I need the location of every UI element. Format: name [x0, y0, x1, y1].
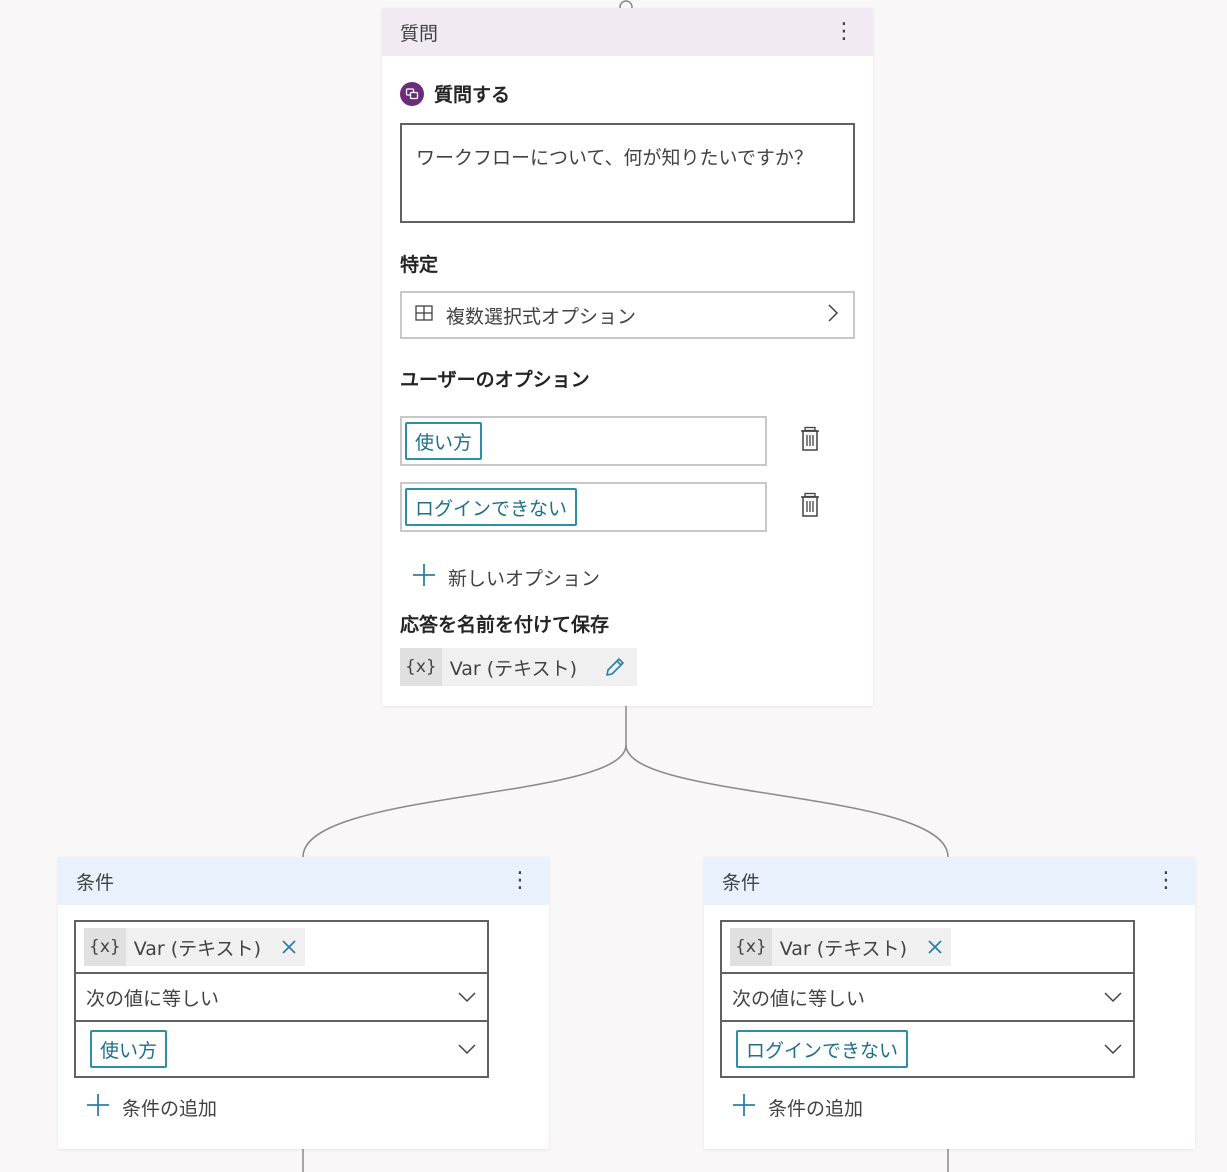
condition-node-header: 条件 ⋮: [58, 857, 549, 905]
condition-node-title: 条件: [76, 871, 115, 894]
variable-icon: {x}: [84, 928, 126, 966]
variable-icon: {x}: [400, 648, 442, 686]
chevron-down-icon: [457, 1038, 477, 1060]
user-option-input[interactable]: 使い方: [400, 416, 767, 466]
chevron-down-icon: [457, 986, 477, 1008]
condition-value-tag: ログインできない: [736, 1030, 909, 1068]
more-options-icon[interactable]: ⋮: [509, 868, 531, 893]
ask-question-row: 質問する: [400, 80, 510, 107]
delete-icon[interactable]: [799, 426, 821, 456]
chevron-down-icon: [1103, 1038, 1123, 1060]
condition-variable-row: {x} Var (テキスト): [722, 922, 1133, 974]
condition-operator-value: 次の値に等しい: [732, 987, 866, 1010]
identify-select[interactable]: 複数選択式オプション: [400, 291, 855, 339]
delete-icon[interactable]: [799, 492, 821, 522]
question-node-title: 質問: [400, 22, 439, 45]
variable-name: Var (テキスト): [449, 657, 577, 680]
variable-name: Var (テキスト): [133, 937, 261, 960]
condition-node-header: 条件 ⋮: [704, 857, 1195, 905]
condition-node-title: 条件: [722, 871, 761, 894]
condition-node[interactable]: 条件 ⋮ {x} Var (テキスト) 次の値に等しい: [58, 857, 549, 1149]
variable-name: Var (テキスト): [779, 937, 907, 960]
user-option-input[interactable]: ログインできない: [400, 482, 767, 532]
condition-operator-value: 次の値に等しい: [86, 987, 220, 1010]
save-variable-chip[interactable]: {x} Var (テキスト): [400, 648, 637, 686]
plus-icon: [86, 1093, 110, 1122]
close-icon[interactable]: [281, 939, 297, 955]
variable-icon: {x}: [730, 928, 772, 966]
condition-variable-chip[interactable]: {x} Var (テキスト): [84, 928, 305, 966]
condition-operator-select[interactable]: 次の値に等しい: [722, 974, 1133, 1022]
plus-icon: [412, 563, 436, 592]
condition-value-select[interactable]: ログインできない: [722, 1022, 1133, 1076]
user-options-label: ユーザーのオプション: [400, 369, 590, 391]
condition-variable-chip[interactable]: {x} Var (テキスト): [730, 928, 951, 966]
chevron-right-icon: [825, 303, 841, 328]
condition-value-tag: 使い方: [90, 1030, 168, 1068]
add-condition-label: 条件の追加: [768, 1098, 864, 1120]
question-prompt-input[interactable]: ワークフローについて、何が知りたいですか？: [400, 123, 855, 223]
chevron-down-icon: [1103, 986, 1123, 1008]
add-option-button[interactable]: 新しいオプション: [412, 563, 600, 592]
condition-variable-row: {x} Var (テキスト): [76, 922, 487, 974]
condition-editor: {x} Var (テキスト) 次の値に等しい: [74, 920, 489, 1078]
more-options-icon[interactable]: ⋮: [833, 19, 855, 44]
multiple-choice-icon: [414, 303, 434, 328]
option-tag: 使い方: [405, 422, 483, 460]
question-node[interactable]: 質問 ⋮ 質問する ワークフローについて、何が知りたいですか？ 特定: [382, 8, 873, 706]
add-option-label: 新しいオプション: [448, 568, 601, 590]
connector-branch-right: [625, 744, 949, 858]
add-condition-button[interactable]: 条件の追加: [732, 1093, 863, 1122]
identify-label: 特定: [400, 254, 439, 276]
close-icon[interactable]: [927, 939, 943, 955]
more-options-icon[interactable]: ⋮: [1155, 868, 1177, 893]
identify-select-value: 複数選択式オプション: [446, 305, 637, 328]
ask-question-label: 質問する: [434, 84, 511, 106]
plus-icon: [732, 1093, 756, 1122]
condition-operator-select[interactable]: 次の値に等しい: [76, 974, 487, 1022]
connector-branch-left: [302, 706, 627, 858]
condition-editor: {x} Var (テキスト) 次の値に等しい: [720, 920, 1135, 1078]
question-node-header: 質問 ⋮: [382, 8, 873, 56]
option-tag: ログインできない: [405, 488, 578, 526]
chat-bubble-icon: [400, 81, 424, 106]
add-condition-label: 条件の追加: [122, 1098, 218, 1120]
condition-node[interactable]: 条件 ⋮ {x} Var (テキスト) 次の値に等しい: [704, 857, 1195, 1149]
add-condition-button[interactable]: 条件の追加: [86, 1093, 217, 1122]
user-option-row: 使い方: [400, 416, 821, 466]
condition-value-select[interactable]: 使い方: [76, 1022, 487, 1076]
pencil-icon[interactable]: [603, 655, 627, 679]
save-response-label: 応答を名前を付けて保存: [400, 614, 610, 636]
user-option-row: ログインできない: [400, 482, 821, 532]
